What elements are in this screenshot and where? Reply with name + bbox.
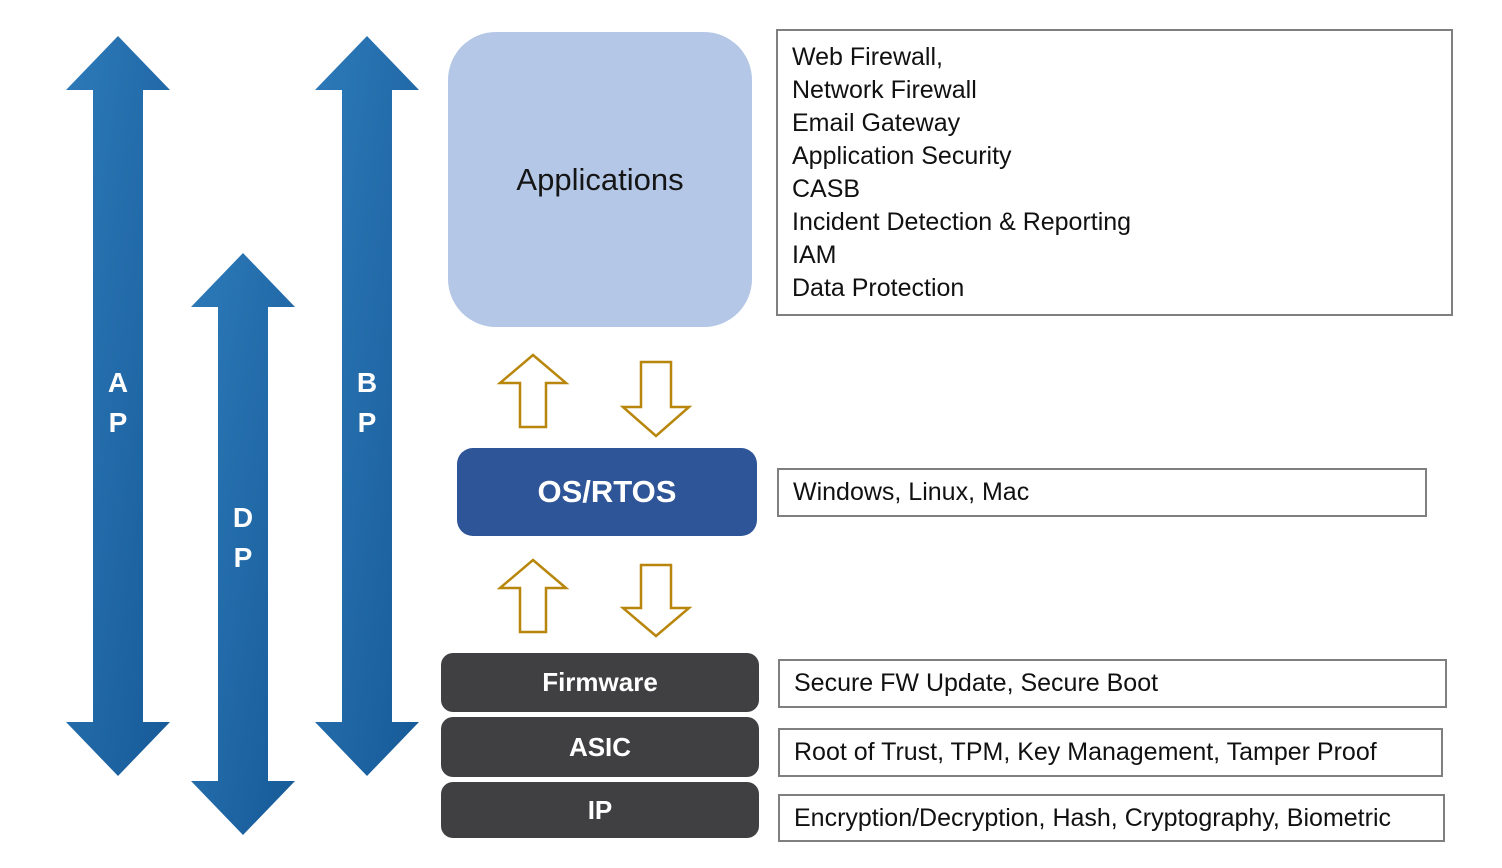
- down-arrow-icon: [619, 563, 693, 638]
- ap-arrow-label: A P: [88, 363, 148, 443]
- ip-details-text: Encryption/Decryption, Hash, Cryptograph…: [794, 803, 1391, 832]
- ip-layer-box: IP: [441, 782, 759, 838]
- os-rtos-layer-box: OS/RTOS: [457, 448, 757, 536]
- os-details-box: Windows, Linux, Mac: [777, 468, 1427, 517]
- up-arrow-icon: [496, 353, 570, 429]
- applications-label: Applications: [516, 161, 684, 197]
- firmware-layer-box: Firmware: [441, 653, 759, 712]
- applications-detail-item: IAM: [792, 241, 837, 269]
- os-rtos-label: OS/RTOS: [537, 474, 677, 509]
- ip-details-box: Encryption/Decryption, Hash, Cryptograph…: [778, 794, 1445, 842]
- applications-detail-item: CASB: [792, 175, 861, 203]
- applications-detail-item: Incident Detection & Reporting: [792, 208, 1132, 236]
- asic-details-text: Root of Trust, TPM, Key Management, Tamp…: [794, 738, 1377, 766]
- bp-letter-2: P: [357, 407, 377, 438]
- applications-details-box: Web Firewall, Network Firewall Email Gat…: [776, 29, 1453, 316]
- dp-letter-2: P: [233, 542, 253, 573]
- applications-detail-item: Application Security: [792, 142, 1012, 170]
- ap-double-arrow: [66, 36, 170, 776]
- applications-detail-item: Network Firewall: [792, 76, 977, 104]
- ap-letter-2: P: [108, 407, 128, 438]
- bp-double-arrow: [315, 36, 419, 776]
- flow-arrows-apps-os: [496, 353, 693, 438]
- down-arrow-icon: [619, 360, 693, 438]
- bp-arrow-label: B P: [337, 363, 397, 443]
- applications-layer-box: Applications: [448, 32, 752, 327]
- up-arrow-icon: [496, 558, 570, 634]
- flow-arrows-os-firmware: [496, 558, 693, 638]
- ip-label: IP: [587, 794, 613, 825]
- dp-double-arrow: [191, 253, 295, 835]
- firmware-details-text: Secure FW Update, Secure Boot: [794, 669, 1159, 697]
- dp-arrow-label: D P: [213, 498, 273, 578]
- asic-layer-box: ASIC: [441, 717, 759, 777]
- asic-details-box: Root of Trust, TPM, Key Management, Tamp…: [778, 728, 1443, 777]
- ap-letter-1: A: [107, 367, 129, 398]
- asic-label: ASIC: [568, 731, 632, 762]
- firmware-details-box: Secure FW Update, Secure Boot: [778, 659, 1447, 708]
- firmware-label: Firmware: [542, 667, 658, 697]
- os-details-text: Windows, Linux, Mac: [793, 478, 1030, 506]
- applications-detail-item: Web Firewall,: [792, 43, 943, 71]
- bp-letter-1: B: [356, 367, 378, 398]
- applications-detail-item: Data Protection: [792, 274, 965, 302]
- applications-detail-item: Email Gateway: [792, 109, 961, 137]
- dp-letter-1: D: [232, 502, 254, 533]
